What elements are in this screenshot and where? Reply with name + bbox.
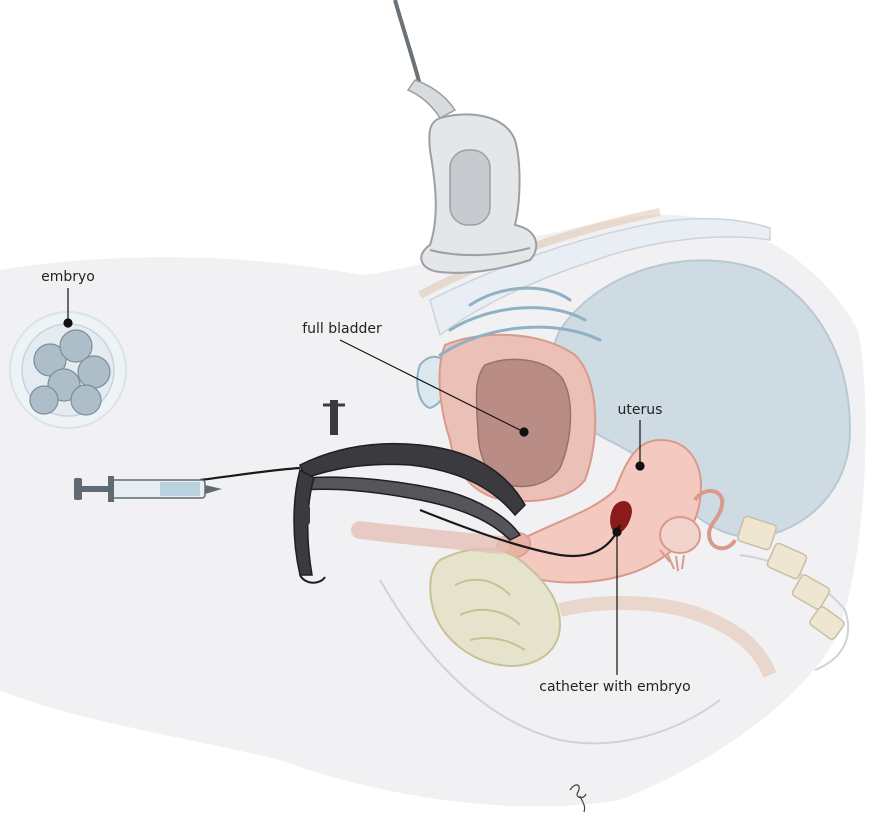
label-uterus: uterus bbox=[618, 402, 663, 418]
embryo-icon bbox=[10, 312, 126, 428]
ultrasound-probe-icon bbox=[395, 0, 536, 273]
ovary bbox=[660, 517, 700, 553]
label-catheter-with-embryo: catheter with embryo bbox=[539, 679, 690, 695]
label-embryo: embryo bbox=[41, 269, 95, 285]
label-full-bladder: full bladder bbox=[302, 321, 382, 337]
